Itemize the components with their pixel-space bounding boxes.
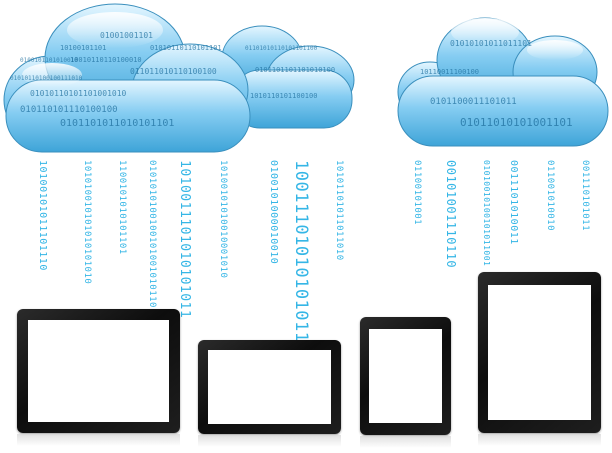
binary-stream: 01100101001 [412,160,422,226]
clouds-graphic: 01001001101 10100101101 01010110110101101 0… [3,3,609,153]
tablet-portrait-small [360,317,451,435]
binary-stream: 0011101010011 [508,160,519,245]
binary-stream: 0100101000010010 [268,160,279,265]
cloud-binary-line: 01010110101101001010 [30,89,127,98]
binary-stream: 011001010010 [545,160,555,232]
cloud-left [3,3,251,153]
cloud-binary-line: 01011010101001101 [460,116,573,129]
cloud-right [397,17,609,147]
cloud-binary-line: 011011010110100100 [130,67,217,76]
tablet-reflection [360,436,451,448]
tablet-landscape-large [17,309,180,433]
cloud-binary-line: 0100101101010010 [20,57,78,64]
tablet-screen [369,329,442,423]
tablet-portrait-large [478,272,601,433]
cloud-binary-line: 0101100011101011 [430,97,517,107]
binary-stream: 001110101011 [580,160,590,232]
tablet-screen [208,350,331,424]
binary-stream: 10101101011011010 [334,160,344,261]
cloud-binary-line: 10010110110100010 [70,56,142,64]
tablet-screen [488,285,591,420]
binary-stream: 01010010100101011001 [482,160,491,267]
cloud-binary-line: 10100101101 [60,44,106,52]
binary-stream: 1100101010101101 [117,160,127,255]
cloud-binary-line: 01001001101 [100,31,153,40]
binary-stream: 10100101010010001010 [218,160,228,279]
cloud-binary-line: 0101101011010101101 [60,118,174,129]
binary-stream: 1010011101010101011 [177,160,192,319]
binary-stream: 101010010101010101010 [82,160,92,285]
cloud-binary-line: 010110101110100100 [20,105,118,115]
cloud-binary-line: 01010110100100111010 [10,75,83,82]
tablet-reflection [478,434,601,446]
tablet-reflection [198,435,341,447]
cloud-binary-line: 01010101011011101 [450,39,532,48]
cloud-binary-line: 10110011100100 [420,68,479,76]
binary-stream: 10011101010101011 [291,160,311,343]
tablet-landscape-small [198,340,341,434]
binary-stream: 0101010100100101001010110110101 [147,160,157,344]
cloud-binary-line: 0101101101101010100 [255,66,335,74]
tablet-screen [28,320,169,422]
binary-stream: 10100101011101110 [37,160,48,271]
cloud-binary-line: 1010110101100100 [250,92,317,100]
binary-stream: 00101001110110 [444,160,458,269]
cloud-binary-line: 01010110110101101 [150,44,222,52]
cloud-binary-text: 01001001101 10100101101 01010110110101101 0… [10,31,573,129]
tablet-reflection [17,434,180,446]
cloud-binary-line: 01101010110101101100 [245,45,318,52]
